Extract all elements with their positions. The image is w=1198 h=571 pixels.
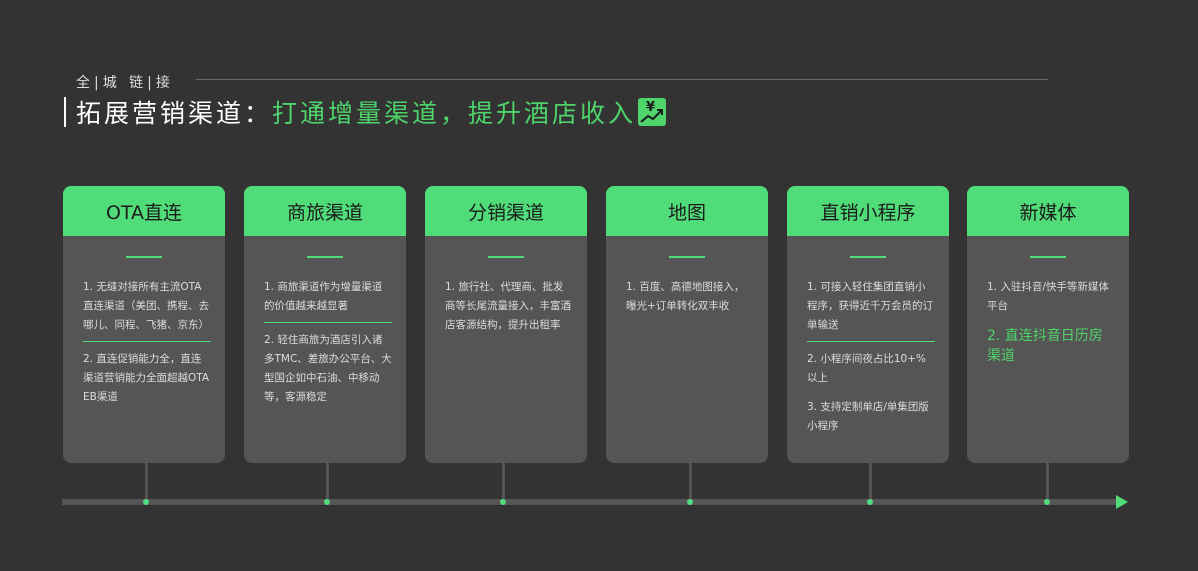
card-dash xyxy=(307,256,343,258)
timeline xyxy=(62,499,1120,505)
svg-text:¥: ¥ xyxy=(646,100,658,115)
timeline-dot xyxy=(687,499,693,505)
card-body: 1. 百度、高德地图接入，曝光+订单转化双丰收 xyxy=(626,278,754,316)
timeline-dot xyxy=(1044,499,1050,505)
card-dash xyxy=(126,256,162,258)
card-item: 1. 入驻抖音/快手等新媒体平台 xyxy=(987,281,1109,312)
card-body: 1. 可接入轻住集团直销小程序，获得近千万会员的订单输送 2. 小程序间夜占比1… xyxy=(807,278,935,436)
card-body: 1. 商旅渠道作为增量渠道的价值越来越显著 2. 轻住商旅为酒店引入诸多TMC、… xyxy=(264,278,392,407)
card-stem xyxy=(689,463,692,501)
card-item: 2. 小程序间夜占比10+%以上 xyxy=(807,353,926,384)
card-item: 1. 商旅渠道作为增量渠道的价值越来越显著 xyxy=(264,281,383,312)
card-body: 1. 入驻抖音/快手等新媒体平台 2. 直连抖音日历房渠道 xyxy=(987,278,1115,366)
card-stem xyxy=(1046,463,1049,501)
card-dash xyxy=(1030,256,1066,258)
eyebrow: 全|城 链|接 xyxy=(76,75,174,91)
card-separator xyxy=(264,322,392,323)
card-dash xyxy=(850,256,886,258)
card-ota: OTA直连 1. 无缝对接所有主流OTA直连渠道（美团、携程、去哪儿、同程、飞猪… xyxy=(63,186,225,463)
timeline-dot xyxy=(324,499,330,505)
title-highlight: 打通增量渠道，提升酒店收入 xyxy=(272,99,637,128)
title-prefix: 拓展营销渠道： xyxy=(76,99,273,128)
card-title: 分销渠道 xyxy=(425,186,587,236)
card-title: OTA直连 xyxy=(63,186,225,236)
card-new-media: 新媒体 1. 入驻抖音/快手等新媒体平台 2. 直连抖音日历房渠道 xyxy=(967,186,1129,463)
card-item: 1. 旅行社、代理商、批发商等长尾流量接入，丰富酒店客源结构，提升出租率 xyxy=(445,281,571,331)
yen-growth-icon: ¥ xyxy=(638,98,667,134)
card-stem xyxy=(145,463,148,501)
card-title: 地图 xyxy=(606,186,768,236)
card-body: 1. 无缝对接所有主流OTA直连渠道（美团、携程、去哪儿、同程、飞猪、京东） 2… xyxy=(83,278,211,407)
card-stem xyxy=(326,463,329,501)
card-item-highlight: 2. 直连抖音日历房渠道 xyxy=(987,328,1103,364)
timeline-dot xyxy=(867,499,873,505)
card-title: 直销小程序 xyxy=(787,186,949,236)
card-stem xyxy=(869,463,872,501)
page-title: 拓展营销渠道：打通增量渠道，提升酒店收入 ¥ xyxy=(76,98,667,134)
card-title: 新媒体 xyxy=(967,186,1129,236)
card-item: 1. 百度、高德地图接入，曝光+订单转化双丰收 xyxy=(626,281,745,312)
timeline-dot xyxy=(143,499,149,505)
card-dash xyxy=(488,256,524,258)
arrow-right-icon xyxy=(1116,495,1128,509)
card-stem xyxy=(502,463,505,501)
card-title: 商旅渠道 xyxy=(244,186,406,236)
card-distribution: 分销渠道 1. 旅行社、代理商、批发商等长尾流量接入，丰富酒店客源结构，提升出租… xyxy=(425,186,587,463)
timeline-dot xyxy=(500,499,506,505)
card-item: 3. 支持定制单店/单集团版小程序 xyxy=(807,401,929,432)
card-separator xyxy=(807,341,935,342)
card-map: 地图 1. 百度、高德地图接入，曝光+订单转化双丰收 xyxy=(606,186,768,463)
card-body: 1. 旅行社、代理商、批发商等长尾流量接入，丰富酒店客源结构，提升出租率 xyxy=(445,278,573,335)
card-item: 1. 无缝对接所有主流OTA直连渠道（美团、携程、去哪儿、同程、飞猪、京东） xyxy=(83,281,209,331)
card-dash xyxy=(669,256,705,258)
card-separator xyxy=(83,341,211,342)
card-mini-program: 直销小程序 1. 可接入轻住集团直销小程序，获得近千万会员的订单输送 2. 小程… xyxy=(787,186,949,463)
card-business-travel: 商旅渠道 1. 商旅渠道作为增量渠道的价值越来越显著 2. 轻住商旅为酒店引入诸… xyxy=(244,186,406,463)
card-item: 1. 可接入轻住集团直销小程序，获得近千万会员的订单输送 xyxy=(807,281,933,331)
card-item: 2. 轻住商旅为酒店引入诸多TMC、差旅办公平台、大型国企如中石油、中移动等，客… xyxy=(264,334,392,403)
card-item: 2. 直连促销能力全，直连渠道营销能力全面超越OTA EB渠道 xyxy=(83,353,210,403)
header-divider xyxy=(196,79,1048,80)
title-accent-bar xyxy=(64,97,66,127)
